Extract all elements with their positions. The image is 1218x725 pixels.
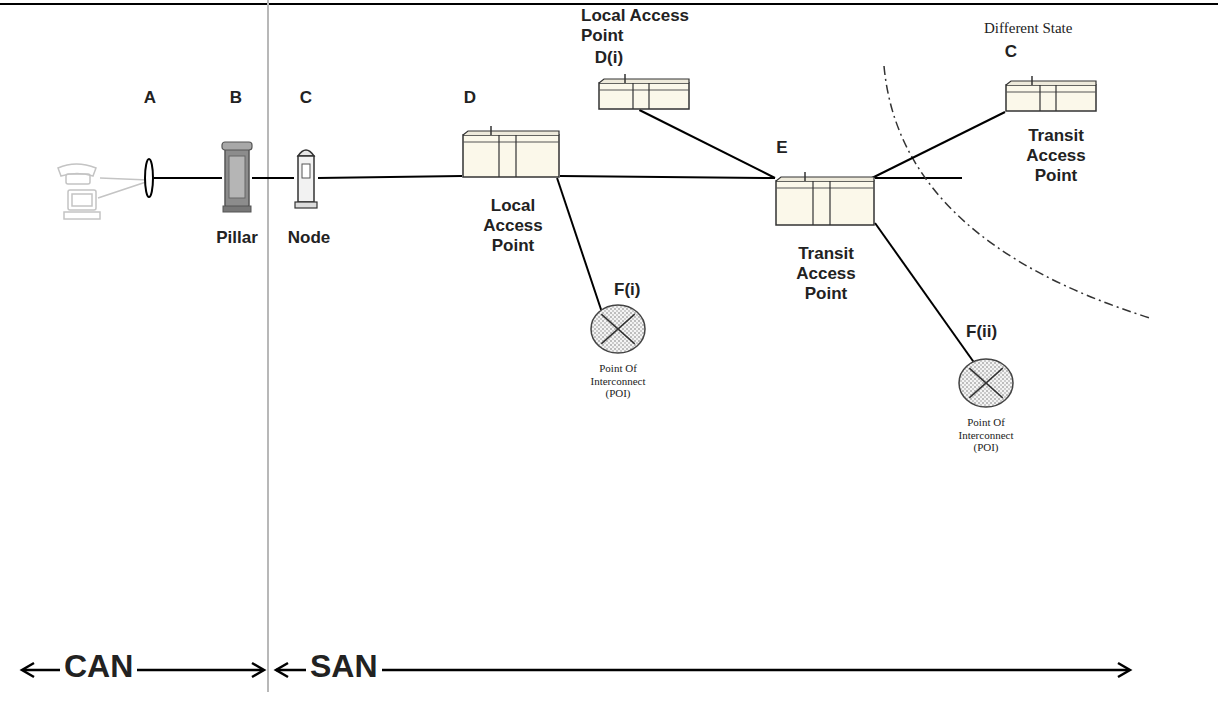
shape-outline: [958, 358, 1014, 408]
link-line: [154, 178, 222, 179]
shape-outline: [294, 146, 318, 208]
node-post: CNode: [294, 146, 318, 208]
node-name: Local Access Point: [470, 196, 556, 256]
node-name: Pillar: [202, 228, 272, 248]
shape-outline: [775, 176, 875, 226]
shape-outline: [1005, 80, 1097, 112]
callout-letter: C: [291, 88, 321, 108]
poi-label: Point Of Interconnect (POI): [948, 416, 1024, 454]
pillar-cabinet: BPillar: [222, 140, 252, 212]
access-point-box: ETransit Access Point: [775, 176, 875, 226]
region-label: Different State: [984, 20, 1072, 37]
link-line: [557, 178, 601, 310]
shape-outline: [462, 130, 560, 178]
termination-point: A: [144, 158, 154, 198]
shape-outline: [144, 158, 154, 198]
node-name: Transit Access Point: [783, 244, 869, 304]
state-boundary: [884, 66, 1150, 318]
divider-line: [267, 0, 269, 692]
link-line: [639, 110, 775, 178]
interconnect-circle: F(ii)Point Of Interconnect (POI): [958, 358, 1014, 408]
callout-letter: D: [455, 88, 485, 108]
computer-icon: [64, 182, 146, 219]
shape-outline: [598, 78, 690, 110]
span-label: CAN: [60, 648, 137, 685]
link-line: [252, 177, 294, 178]
top-rule: [0, 3, 1218, 5]
link-line: [560, 176, 775, 178]
access-point-box: DLocal Access Point: [462, 130, 560, 178]
shape-outline: [590, 304, 646, 354]
node-name: Transit Access Point: [1013, 126, 1099, 186]
shape-outline: [222, 140, 252, 212]
node-name: Local Access Point: [581, 6, 711, 46]
poi-label: Point Of Interconnect (POI): [580, 362, 656, 400]
link-line: [870, 112, 1005, 179]
callout-letter: C: [996, 42, 1026, 62]
callout-letter: F(ii): [966, 322, 1026, 342]
node-name: Node: [274, 228, 344, 248]
link-line: [875, 223, 974, 362]
callout-letter: B: [221, 88, 251, 108]
telephone-icon: [58, 164, 148, 184]
span-label: SAN: [306, 648, 382, 685]
access-point-box: Local Access PointD(i): [598, 78, 690, 110]
san-span-arrow: [276, 663, 1130, 677]
callout-letter: D(i): [584, 48, 634, 68]
can-span-arrow: [22, 663, 264, 677]
link-line: [318, 176, 462, 178]
callout-letter: E: [767, 138, 797, 158]
interconnect-circle: F(i)Point Of Interconnect (POI): [590, 304, 646, 354]
callout-letter: A: [135, 88, 165, 108]
access-point-box: CTransit Access Point: [1005, 80, 1097, 112]
trunk-line: [875, 177, 962, 179]
callout-letter: F(i): [614, 280, 664, 300]
